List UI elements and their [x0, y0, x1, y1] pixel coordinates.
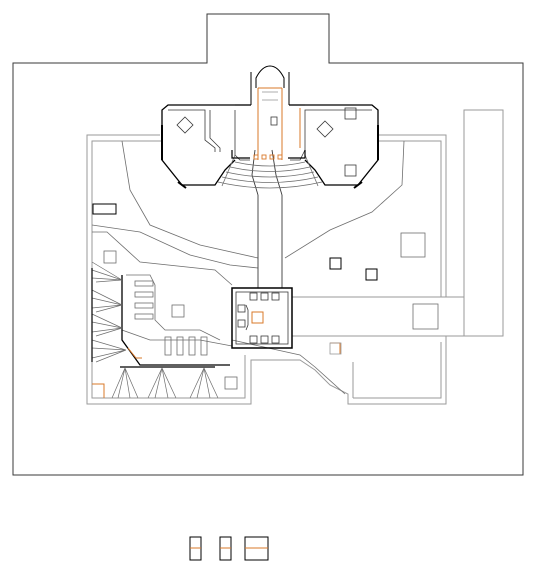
spike-fan-2 — [91, 289, 123, 313]
chamber-box-left-2 — [237, 319, 246, 328]
spike-base-walls — [91, 268, 215, 368]
north-temple — [161, 65, 379, 189]
floor-crate-2 — [365, 268, 378, 281]
west-room — [103, 250, 238, 390]
temple-pillar-bottom-right — [353, 181, 363, 189]
west-bar-1 — [164, 336, 172, 356]
bridge-path-left — [251, 149, 259, 196]
temple-center-right — [290, 149, 306, 161]
west-room-crate — [171, 304, 185, 318]
floor-line-left-upper — [91, 224, 259, 269]
temple-pillar-bottom-left — [177, 181, 187, 189]
spike-fan-4 — [91, 339, 127, 363]
spike-fans-west — [91, 261, 127, 363]
right-wing-box-upper — [344, 107, 357, 120]
temple-right-wing — [304, 104, 379, 186]
south-special-crate — [330, 342, 341, 354]
temple-right-inner — [304, 109, 372, 150]
spike-fan-s3 — [189, 367, 219, 399]
stair-step-3 — [225, 171, 315, 178]
spike-fan-s1 — [111, 367, 139, 399]
chamber-box-top-1 — [249, 292, 258, 301]
right-wing-box-lower — [344, 164, 357, 177]
east-corridor-right — [446, 296, 465, 337]
chamber-box-bottom-3 — [271, 335, 280, 344]
west-shelf-2 — [134, 291, 154, 298]
stair-step-1 — [234, 161, 306, 167]
stair-step-4 — [221, 176, 319, 183]
west-bar-4 — [200, 336, 208, 356]
central-chamber — [231, 287, 293, 349]
floor-crate-1 — [329, 257, 342, 270]
chamber-box-bottom-2 — [260, 335, 269, 344]
central-bridge — [251, 149, 283, 288]
left-diamond-pedestal — [176, 116, 194, 134]
west-shelf-4 — [134, 313, 154, 320]
stair-step-6 — [221, 154, 319, 187]
chamber-box-top-3 — [271, 292, 280, 301]
bottom-step-right — [353, 342, 442, 399]
central-chamber-outer — [231, 287, 293, 349]
stair-landing-right — [288, 150, 306, 159]
southwest-special-marker — [92, 383, 105, 398]
right-diamond-pedestal — [316, 120, 334, 138]
landing-marker-4 — [277, 154, 283, 160]
west-room-inner-outline — [126, 274, 221, 341]
temple-left-wing — [161, 104, 236, 186]
tower-switch — [270, 116, 278, 126]
chamber-box-top-2 — [260, 292, 269, 301]
landing-marker-1 — [253, 154, 259, 160]
floor-line-right-diagonal — [284, 140, 405, 259]
west-shelf-3 — [134, 302, 154, 309]
outer-boundary — [12, 13, 524, 476]
floor-line-left-diagonal — [121, 140, 259, 259]
temple-center-left — [234, 110, 250, 161]
bridge-path-right — [271, 149, 283, 196]
stair-step-2 — [229, 166, 311, 172]
east-corridor-crate — [412, 303, 439, 330]
chamber-inner-channel — [245, 304, 249, 331]
inner-perimeter-inset — [91, 140, 246, 399]
stair-landing-left — [231, 150, 250, 159]
inner-perimeter-inset-right — [378, 140, 442, 297]
west-corner-crate — [103, 250, 117, 264]
tower-dome — [255, 65, 285, 88]
central-chamber-inner — [235, 291, 289, 345]
south-crate — [224, 376, 238, 390]
west-door-block — [92, 203, 117, 215]
chamber-special-switch — [251, 311, 264, 324]
temple-left-inner-2 — [209, 110, 221, 152]
chamber-box-bottom-1 — [249, 335, 258, 344]
west-shelf-1 — [134, 280, 154, 287]
floor-lines — [91, 140, 405, 395]
floor-line-room-connector — [92, 231, 233, 286]
west-bar-3 — [188, 336, 196, 356]
west-room-wall — [121, 275, 230, 366]
spike-fans-south — [111, 367, 219, 399]
west-room-special — [127, 347, 142, 359]
east-large-crate — [400, 232, 426, 258]
landing-marker-3 — [269, 154, 275, 160]
south-crate-outline — [329, 342, 342, 355]
chamber-box-left-1 — [237, 304, 246, 313]
west-bar-2 — [176, 336, 184, 356]
east-dark-objects — [92, 203, 378, 281]
spike-fan-1 — [91, 261, 123, 283]
outer-boundary-wall — [12, 13, 524, 476]
inner-perimeter — [86, 109, 504, 405]
floor-line-left-inner — [121, 329, 233, 347]
landing-marker-2 — [261, 154, 267, 160]
east-objects — [400, 232, 439, 330]
temple-left-inner — [168, 109, 216, 152]
stair-step-5 — [217, 181, 323, 189]
spike-fan-3 — [91, 313, 123, 337]
spike-fan-s2 — [147, 367, 177, 399]
